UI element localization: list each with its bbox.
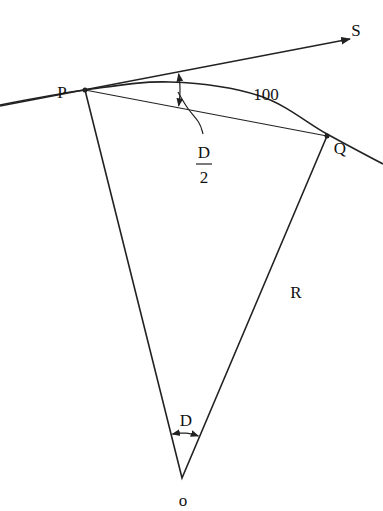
angle-label: D (180, 412, 192, 429)
leader-line (178, 92, 203, 134)
point-label: S (351, 22, 360, 39)
central-angle-arc (172, 433, 198, 436)
point-label: Q (334, 140, 346, 157)
chord-line (85, 90, 327, 136)
curve-arc (0, 82, 383, 164)
radius-label: R (290, 284, 301, 301)
curve-point (83, 88, 88, 93)
curve-point (325, 134, 330, 139)
point-label: o (179, 492, 188, 509)
point-label: P (57, 84, 66, 101)
length-label: 100 (253, 86, 279, 103)
angle-arc (179, 74, 180, 106)
fraction-bar (196, 163, 212, 164)
radius-lines (85, 90, 327, 478)
angle-label: 2 (200, 169, 209, 186)
angle-label: D (198, 144, 210, 161)
